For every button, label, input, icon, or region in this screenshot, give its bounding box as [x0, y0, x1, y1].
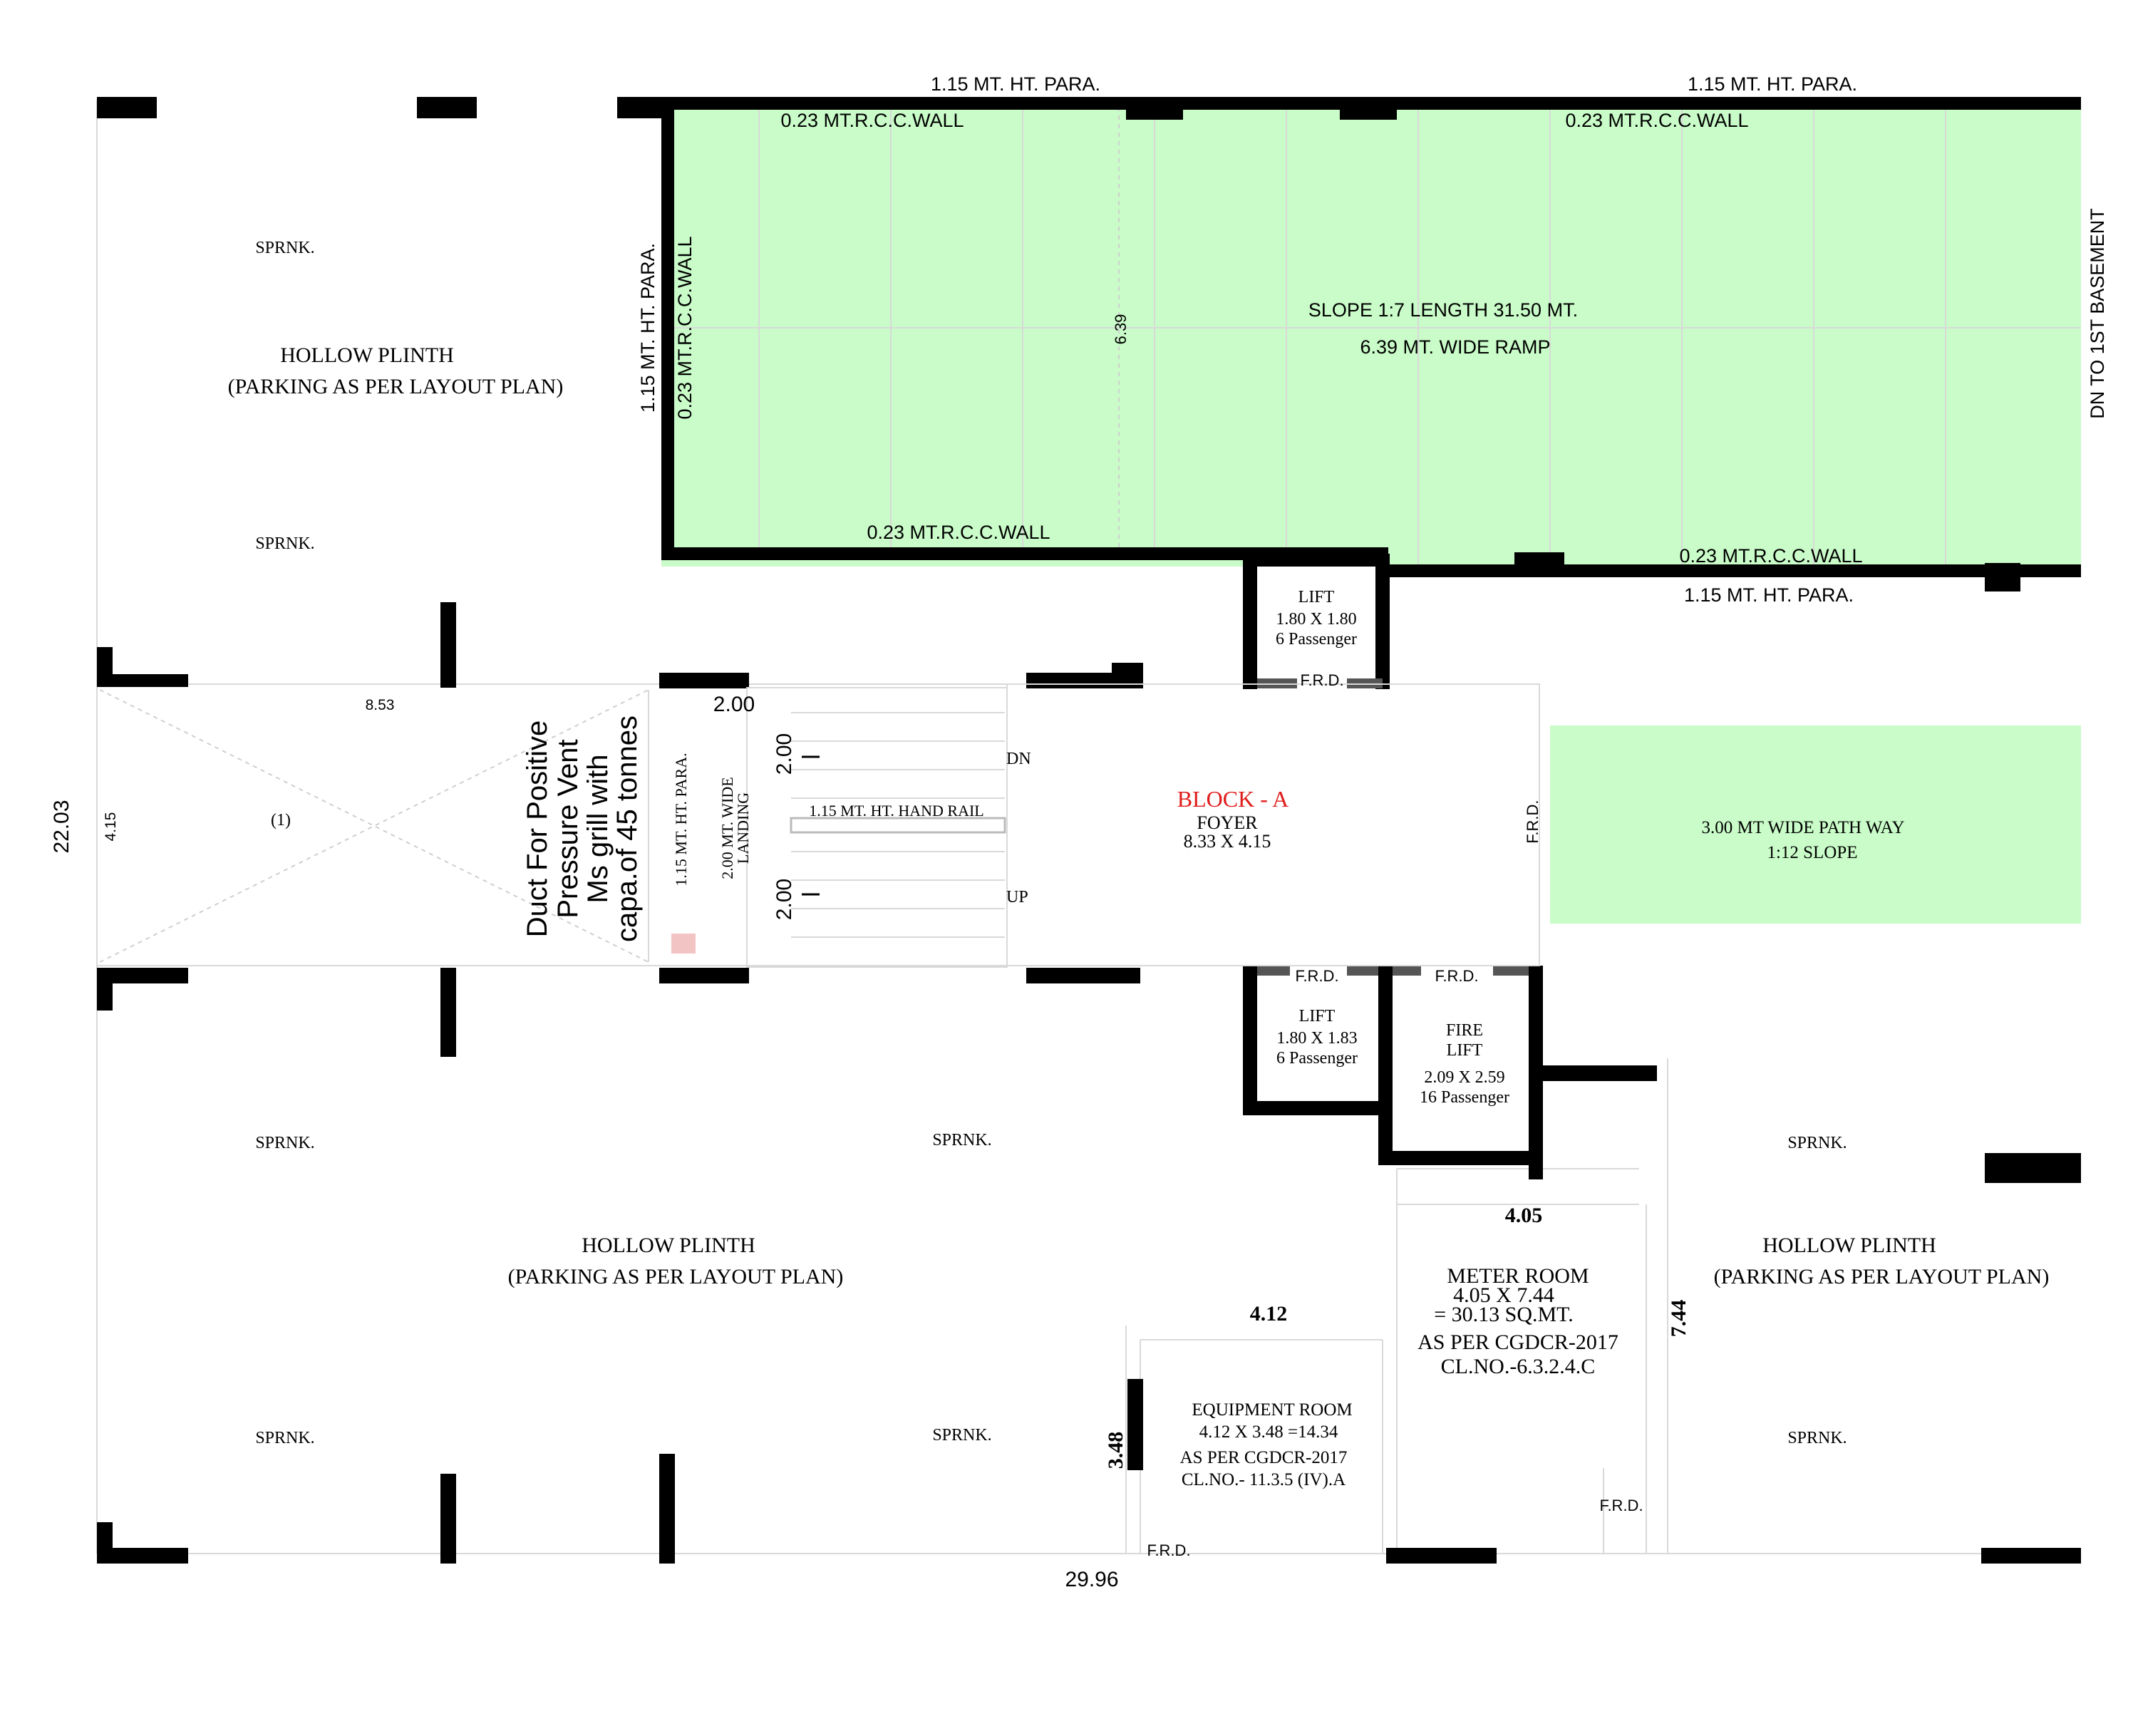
- sprinkler-label: SPRNK.: [255, 1429, 314, 1447]
- hollow-plinth-title: HOLLOW PLINTH: [582, 1234, 755, 1257]
- stair-dim-vertical-1: 2.00: [773, 733, 796, 775]
- fire-lift-label-2: LIFT: [1447, 1041, 1483, 1060]
- frd-label: F.R.D.: [1295, 967, 1338, 985]
- ramp-slope-label: SLOPE 1:7 LENGTH 31.50 MT.: [1308, 299, 1578, 321]
- para-left-vertical: 1.15 MT. HT. PARA.: [637, 243, 659, 413]
- sprinkler-label: SPRNK.: [255, 534, 314, 553]
- dn-to-basement: DN TO 1ST BASEMENT: [2087, 208, 2108, 419]
- equipment-room-size: 4.12 X 3.48 =14.34: [1199, 1422, 1338, 1442]
- stair-dn-label: DN: [1006, 750, 1031, 768]
- frd-label: F.R.D.: [1599, 1497, 1643, 1514]
- para-below-ramp: 1.15 MT. HT. PARA.: [1684, 584, 1854, 606]
- hollow-plinth-title: HOLLOW PLINTH: [1762, 1234, 1936, 1257]
- hand-rail-label: 1.15 MT. HT. HAND RAIL: [809, 802, 983, 820]
- equipment-room-clause: CL.NO.- 11.3.5 (IV).A: [1182, 1470, 1346, 1489]
- overall-width-dim: 29.96: [1065, 1568, 1118, 1591]
- meter-room-height-dim: 7.44: [1667, 1300, 1690, 1338]
- sprinkler-labels: SPRNK. SPRNK. SPRNK. SPRNK. SPRNK. SPRNK…: [255, 239, 1847, 1447]
- equipment-room-width-dim: 4.12: [1250, 1302, 1288, 1326]
- duct-room-width: 4.15: [103, 812, 119, 842]
- duct-label-1: Duct For Positive: [522, 720, 553, 938]
- sprinkler-label: SPRNK.: [1787, 1134, 1847, 1152]
- ramp-slope-lines: [661, 107, 2081, 567]
- wall-label-bottom-right: 0.23 MT.R.C.C.WALL: [1679, 545, 1862, 567]
- para-top-right: 1.15 MT. HT. PARA.: [1688, 73, 1857, 95]
- stair-up-label: UP: [1006, 888, 1028, 906]
- pathway-area: [1550, 725, 2081, 924]
- fire-lift-label-1: FIRE: [1446, 1021, 1483, 1040]
- frd-label: F.R.D.: [1300, 671, 1343, 689]
- meter-room-clause: CL.NO.-6.3.2.4.C: [1441, 1355, 1596, 1378]
- stair-dim-top: 2.00: [713, 693, 755, 716]
- duct-room-length: 8.53: [366, 697, 395, 713]
- foyer-label: FOYER: [1197, 812, 1258, 833]
- overall-height-dim: 22.03: [50, 800, 73, 853]
- para-top-left: 1.15 MT. HT. PARA.: [931, 73, 1100, 95]
- ramp-width-dim: 6.39: [1112, 314, 1130, 345]
- landing-label-1: 2.00 MT. WIDE: [718, 777, 736, 879]
- wall-label-bottom-left: 0.23 MT.R.C.C.WALL: [867, 522, 1050, 543]
- foyer-outline: [1006, 683, 1540, 966]
- pathway-label-1: 3.00 MT WIDE PATH WAY: [1702, 818, 1905, 837]
- stair-dim-vertical-2: 2.00: [773, 879, 796, 920]
- equipment-room-height-dim: 3.48: [1104, 1432, 1127, 1469]
- equipment-room-title: EQUIPMENT ROOM: [1192, 1400, 1352, 1420]
- wall-label-top-left: 0.23 MT.R.C.C.WALL: [780, 110, 964, 131]
- duct-label-3: Ms grill with: [582, 755, 614, 904]
- block-a-label: BLOCK - A: [1177, 786, 1289, 812]
- staircase: [671, 687, 1008, 968]
- duct-room-number: (1): [271, 811, 291, 830]
- ramp-area: [661, 107, 2081, 567]
- frd-label: F.R.D.: [1524, 800, 1541, 843]
- meter-room-ref: AS PER CGDCR-2017: [1417, 1331, 1618, 1354]
- fire-lift-size: 2.09 X 2.59: [1424, 1068, 1504, 1087]
- fire-lift-capacity: 16 Passenger: [1420, 1088, 1509, 1107]
- sprinkler-label: SPRNK.: [932, 1131, 991, 1149]
- equipment-room-ref: AS PER CGDCR-2017: [1180, 1448, 1348, 1467]
- duct-label-4: capa.of 45 tonnes: [611, 715, 643, 942]
- meter-room-width-dim: 4.05: [1505, 1204, 1543, 1227]
- frd-label: F.R.D.: [1147, 1541, 1190, 1559]
- lift1-name: LIFT: [1298, 588, 1335, 606]
- ramp-width-label: 6.39 MT. WIDE RAMP: [1360, 336, 1550, 358]
- frd-label: F.R.D.: [1435, 967, 1478, 985]
- hollow-plinth-sub: (PARKING AS PER LAYOUT PLAN): [1714, 1265, 2050, 1288]
- lift-walls: [1243, 554, 1543, 1179]
- meter-room-title: METER ROOM: [1447, 1264, 1589, 1288]
- hollow-plinth-title: HOLLOW PLINTH: [280, 343, 454, 367]
- lift2-size: 1.80 X 1.83: [1276, 1029, 1357, 1048]
- lift1-capacity: 6 Passenger: [1276, 630, 1357, 649]
- wall-label-left-vertical: 0.23 MT.R.C.C.WALL: [674, 236, 696, 419]
- duct-room-cross: [99, 689, 649, 963]
- sprinkler-label: SPRNK.: [932, 1426, 991, 1445]
- duct-label-2: Pressure Vent: [552, 739, 584, 918]
- pathway-label-2: 1:12 SLOPE: [1767, 843, 1857, 862]
- ramp-walls: [661, 97, 2081, 591]
- hollow-plinth-sub: (PARKING AS PER LAYOUT PLAN): [228, 375, 564, 398]
- landing-label-2: LANDING: [734, 792, 752, 864]
- columns: [97, 97, 2081, 1564]
- lift1-size: 1.80 X 1.80: [1276, 610, 1356, 629]
- meter-room-size: 4.05 X 7.44: [1453, 1283, 1554, 1307]
- hollow-plinth-sub: (PARKING AS PER LAYOUT PLAN): [508, 1265, 844, 1288]
- meter-room-area: = 30.13 SQ.MT.: [1434, 1303, 1574, 1326]
- wall-label-top-right: 0.23 MT.R.C.C.WALL: [1565, 110, 1748, 131]
- stair-para-label: 1.15 MT. HT. PARA.: [672, 753, 690, 886]
- sprinkler-label: SPRNK.: [1787, 1429, 1847, 1447]
- foyer-size: 8.33 X 4.15: [1184, 831, 1271, 852]
- lift2-name: LIFT: [1299, 1007, 1336, 1025]
- sprinkler-label: SPRNK.: [255, 239, 314, 257]
- sprinkler-label: SPRNK.: [255, 1134, 314, 1152]
- lift2-capacity: 6 Passenger: [1276, 1049, 1358, 1068]
